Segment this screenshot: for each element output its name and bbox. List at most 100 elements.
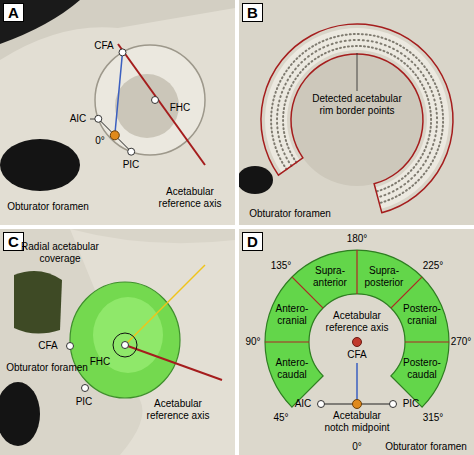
- label-anchor: 90°: [245, 336, 260, 348]
- figure-label: FHC: [90, 356, 111, 367]
- figure-label: PIC: [123, 159, 140, 170]
- label-anchor: Obturator foramen: [6, 362, 88, 374]
- label-anchor: Radial acetabular coverage: [13, 241, 108, 265]
- label-anchor: Postero-cranial: [400, 303, 444, 327]
- figure-label: AIC: [295, 398, 312, 409]
- figure-label: PIC: [76, 396, 93, 407]
- landmark-dot: [318, 401, 325, 408]
- panel-a-art: [0, 0, 235, 225]
- panel-d-art: [239, 229, 474, 455]
- figure-label: 90°: [245, 336, 260, 347]
- obturator-foramen: [0, 139, 80, 191]
- figure-label: Supra-posterior: [365, 265, 404, 288]
- sector-spoke: [405, 341, 449, 342]
- label-anchor: FHC: [90, 356, 111, 368]
- coverage-band: [265, 250, 449, 407]
- radial-line: [125, 265, 205, 345]
- bone: [239, 0, 474, 225]
- label-anchor: 0°: [352, 441, 362, 453]
- figure-label: Antero-cranial: [276, 303, 309, 326]
- rim-points: [283, 46, 431, 191]
- figure-label: 270°: [451, 336, 472, 347]
- reference-axis-point: [353, 338, 362, 347]
- landmark-dot: [67, 343, 74, 350]
- figure-label: Postero-caudal: [403, 357, 441, 380]
- figure-label: Acetabular reference axis: [147, 398, 210, 421]
- figure-label: 180°: [347, 233, 368, 244]
- blue-axis: [356, 363, 358, 400]
- figure-label: Detected acetabular rim border points: [312, 93, 402, 116]
- landmark-dot: [122, 342, 129, 349]
- figure-label: 315°: [423, 412, 444, 423]
- label-anchor: Antero-caudal: [270, 357, 314, 381]
- rim-outline: [261, 24, 453, 213]
- label-anchor: 0°: [95, 135, 105, 147]
- bone-shade: [0, 8, 235, 225]
- bone-shade: [70, 229, 235, 455]
- label-anchor: Supra-posterior: [362, 265, 406, 289]
- label-anchor: CFA: [38, 340, 57, 352]
- label-anchor: FHC: [170, 102, 191, 114]
- panel-letter: B: [242, 3, 263, 22]
- leader-line: [357, 53, 358, 91]
- figure-label: Acetabular reference axis: [326, 310, 389, 333]
- notch-midpoint: [110, 131, 119, 140]
- landmark-dot: [128, 148, 135, 155]
- figure-label: CFA: [94, 40, 113, 51]
- label-anchor: Acetabular notch midpoint: [320, 410, 394, 434]
- blue-axis: [115, 52, 123, 135]
- reference-axis: [118, 44, 205, 165]
- panel-letter: A: [3, 3, 24, 22]
- figure-label: 0°: [95, 135, 105, 146]
- bone: [0, 0, 235, 225]
- figure-label: Obturator foramen: [7, 201, 89, 212]
- figure-label: 135°: [271, 260, 292, 271]
- panel-letter: C: [3, 232, 24, 251]
- rim-band: [265, 28, 449, 209]
- landmark-dot: [119, 49, 126, 56]
- label-anchor: AIC: [295, 398, 312, 410]
- figure-label: Supra-anterior: [313, 265, 347, 288]
- rim-points: [271, 34, 443, 203]
- sector-spoke: [356, 250, 357, 294]
- figure-label: PIC: [403, 398, 420, 409]
- obturator-foramen: [0, 382, 40, 446]
- label-anchor: 45°: [273, 412, 288, 424]
- label-anchor: Postero-caudal: [400, 357, 444, 381]
- sector-spoke: [265, 341, 309, 342]
- background: [0, 0, 80, 44]
- label-anchor: Acetabular reference axis: [321, 310, 393, 334]
- panel-b-art: [239, 0, 474, 225]
- figure-label: FHC: [170, 102, 191, 113]
- figure-label: CFA: [38, 340, 57, 351]
- label-anchor: PIC: [76, 396, 93, 408]
- landmark-dot: [82, 385, 89, 392]
- figure-label: Obturator foramen: [6, 362, 88, 373]
- label-anchor: Antero-cranial: [270, 303, 314, 327]
- landmark-dot: [152, 97, 159, 104]
- reference-axis: [125, 345, 222, 380]
- radial-coverage-patch: [14, 271, 62, 334]
- label-anchor: 180°: [347, 233, 368, 245]
- landmark-dot: [390, 401, 397, 408]
- figure-label: Acetabular reference axis: [159, 186, 222, 209]
- angle-ring: [113, 333, 137, 357]
- label-anchor: CFA: [347, 349, 366, 361]
- label-anchor: Obturator foramen: [385, 441, 467, 453]
- obturator-foramen: [239, 166, 273, 194]
- label-anchor: 315°: [423, 412, 444, 424]
- figure-label: 225°: [423, 260, 444, 271]
- label-anchor: Obturator foramen: [249, 208, 331, 220]
- figure-label: 45°: [273, 412, 288, 423]
- rim-points: [277, 40, 437, 197]
- label-anchor: 135°: [271, 260, 292, 272]
- label-anchor: 270°: [451, 336, 472, 348]
- label-anchor: PIC: [123, 159, 140, 171]
- panel-c-art: [0, 229, 235, 455]
- label-anchor: Detected acetabular rim border points: [308, 93, 406, 117]
- figure-label: Radial acetabular coverage: [21, 241, 99, 264]
- notch-midpoint: [353, 400, 362, 409]
